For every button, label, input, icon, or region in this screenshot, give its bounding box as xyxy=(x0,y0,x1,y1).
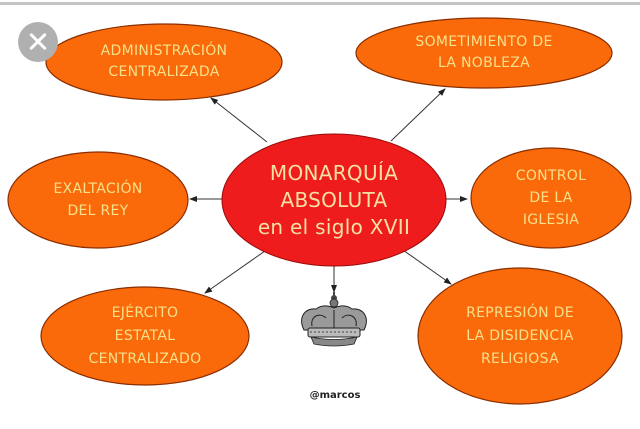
node-represion-line-3: RELIGIOSA xyxy=(481,350,559,367)
node-iglesia-shape xyxy=(470,147,632,249)
center-node: MONARQUÍA ABSOLUTA en el siglo XVII xyxy=(222,140,446,260)
node-exaltacion: EXALTACIÓN DEL REY xyxy=(8,170,188,230)
node-exaltacion-shape xyxy=(7,151,189,249)
center-line-2: ABSOLUTA xyxy=(280,187,388,212)
node-ejercito-line-1: EJÉRCITO xyxy=(111,304,179,321)
node-ejercito-shape xyxy=(40,286,250,386)
node-nobleza-line-2: LA NOBLEZA xyxy=(437,55,531,71)
node-ejercito-line-2: ESTATAL xyxy=(114,327,176,344)
top-border xyxy=(0,2,640,5)
node-administracion: ADMINISTRACIÓN CENTRALIZADA xyxy=(46,32,282,92)
node-ejercito: EJÉRCITO ESTATAL CENTRALIZADO xyxy=(41,298,249,374)
node-administracion-line-1: ADMINISTRACIÓN xyxy=(100,43,228,59)
center-line-3: en el siglo XVII xyxy=(257,214,411,239)
node-represion-shape xyxy=(417,267,623,405)
node-iglesia-line-3: IGLESIA xyxy=(522,212,580,228)
node-administracion-line-2: CENTRALIZADA xyxy=(108,64,220,80)
node-nobleza-shape xyxy=(355,17,613,89)
crown-icon xyxy=(301,292,367,347)
close-icon[interactable] xyxy=(18,22,58,62)
node-administracion-shape xyxy=(45,23,283,101)
node-exaltacion-line-1: EXALTACIÓN xyxy=(53,181,143,197)
connector-arrows xyxy=(189,88,468,294)
arrow-to-ejercito xyxy=(204,250,266,294)
node-iglesia-line-2: DE LA xyxy=(529,190,573,206)
author-credit: @marcos xyxy=(309,390,361,401)
node-represion-line-2: LA DISIDENCIA xyxy=(466,327,574,344)
node-iglesia: CONTROL DE LA IGLESIA xyxy=(471,160,631,236)
node-nobleza-line-1: SOMETIMIENTO DE xyxy=(415,34,553,50)
center-line-1: MONARQUÍA xyxy=(269,160,399,185)
center-node-shape xyxy=(221,133,447,267)
arrow-to-represion xyxy=(402,249,452,285)
node-iglesia-line-1: CONTROL xyxy=(515,168,587,184)
node-ejercito-line-3: CENTRALIZADO xyxy=(88,350,202,367)
arrow-to-administracion xyxy=(210,97,268,143)
arrow-to-nobleza xyxy=(390,88,446,142)
node-exaltacion-line-2: DEL REY xyxy=(67,203,129,219)
node-represion: REPRESIÓN DE LA DISIDENCIA RELIGIOSA xyxy=(418,298,622,374)
node-represion-line-1: REPRESIÓN DE xyxy=(466,304,574,321)
node-nobleza: SOMETIMIENTO DE LA NOBLEZA xyxy=(356,23,612,83)
